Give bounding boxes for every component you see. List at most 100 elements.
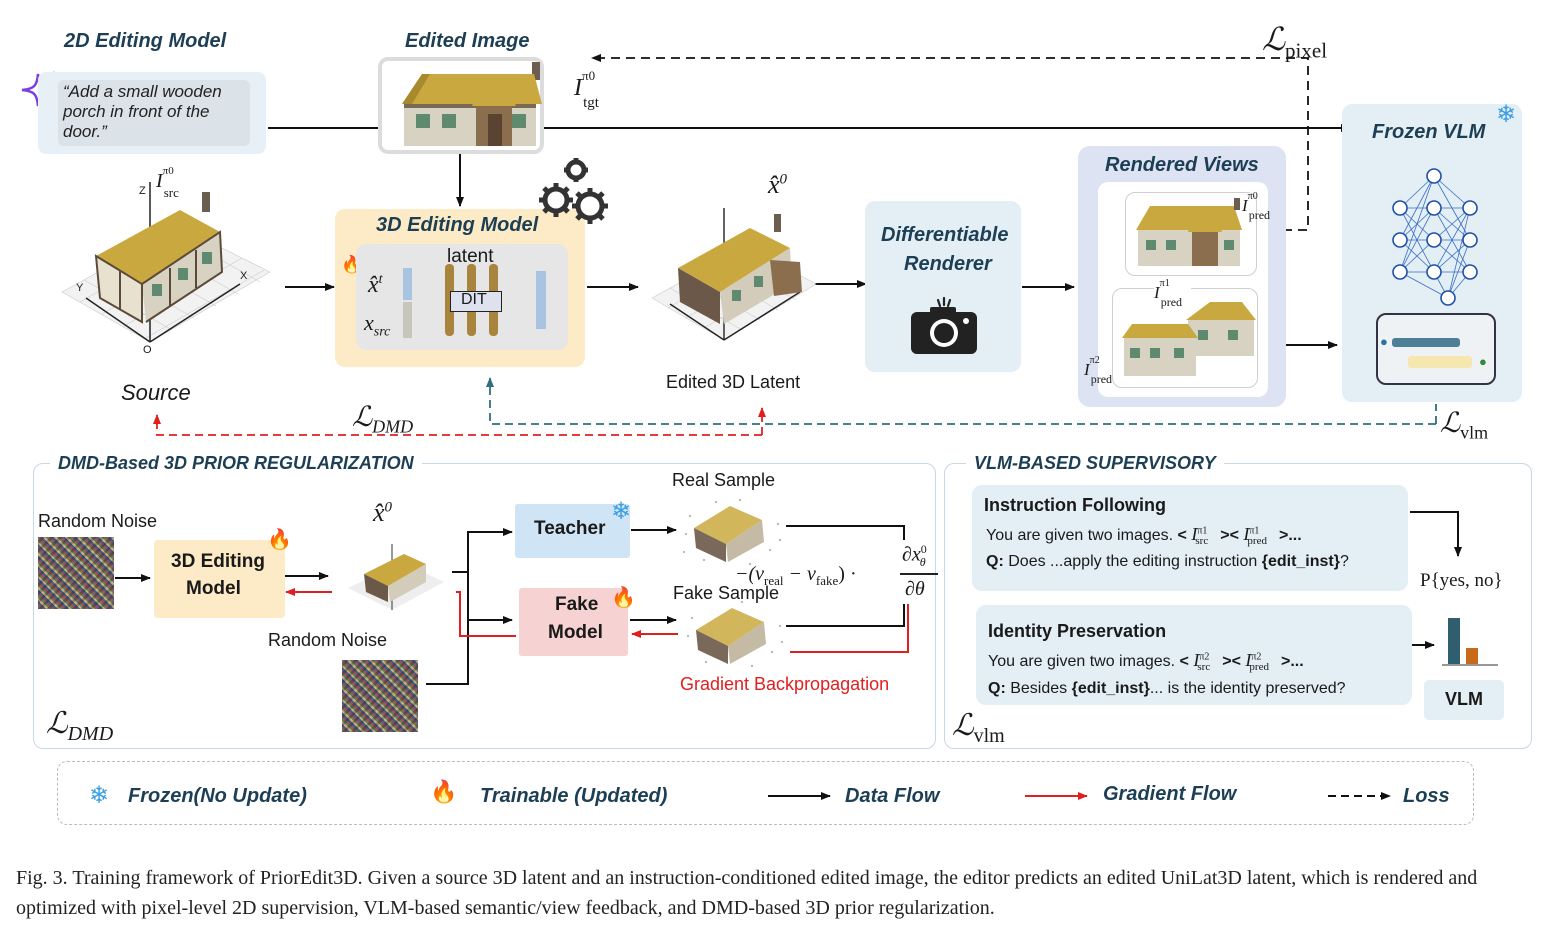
view-1-house <box>1186 302 1256 356</box>
snowflake-icon: ❄ <box>1496 101 1517 128</box>
pred0-label: Iπ0pred <box>1242 191 1271 223</box>
chat-user-bar <box>1392 338 1460 347</box>
axis-x-label: X <box>240 270 248 282</box>
x0-label-top: x̂0 <box>768 170 788 199</box>
bar-chart-icon <box>1442 618 1498 666</box>
latent-label: latent <box>447 246 494 267</box>
fire-icon: 🔥 <box>430 779 458 804</box>
noise-cube-1 <box>38 537 114 609</box>
vlm-label: VLM <box>1445 689 1483 709</box>
source-3d-house <box>61 182 271 343</box>
user-icon: ● <box>1380 334 1388 349</box>
frozen-vlm-title: Frozen VLM <box>1372 121 1486 143</box>
real-sample-pointcloud <box>683 499 781 565</box>
neural-network-icon <box>1392 168 1478 306</box>
prompt-text: “Add a small wooden porch in front of th… <box>63 82 222 141</box>
L-dmd-bottom-label: ℒDMD <box>46 707 114 745</box>
rendered-views-title: Rendered Views <box>1105 154 1259 176</box>
fire-icon: 🔥 <box>611 587 636 609</box>
edited-3d-house <box>651 208 817 341</box>
chat-bot-bar <box>1408 356 1472 368</box>
renderer-line-2: Renderer <box>904 253 992 275</box>
L-vlm-bottom-label: ℒvlm <box>952 709 1005 747</box>
view-0-house <box>1136 198 1242 266</box>
legend-frozen: Frozen(No Update) <box>128 785 307 807</box>
bot-icon: ● <box>1479 354 1487 369</box>
snowflake-icon: ❄ <box>89 782 110 809</box>
I-src-label: Iπ0src <box>156 165 179 200</box>
pred2-label: Iπ2pred <box>1084 355 1113 387</box>
source-label: Source <box>121 380 191 405</box>
editing-3d-title: 3D Editing Model <box>376 214 539 236</box>
instruction-following-card <box>972 485 1408 591</box>
editing-2d-title: 2D Editing Model <box>64 30 227 52</box>
xt-token-bar <box>403 268 412 300</box>
snowflake-icon: ❄ <box>611 498 632 525</box>
p-yes-no-label: P{yes, no} <box>1420 570 1503 591</box>
real-sample-label: Real Sample <box>672 470 776 490</box>
view-2-house <box>1122 324 1198 376</box>
output-token-bar <box>536 271 546 329</box>
xsrc-label: xsrc <box>364 310 391 340</box>
fake-sample-label: Fake Sample <box>673 583 780 603</box>
fake-sample-pointcloud <box>687 601 783 667</box>
figure-caption: Fig. 3. Training framework of PriorEdit3… <box>16 867 1478 919</box>
instr-title: Instruction Following <box>984 495 1166 515</box>
axis-o-label: O <box>143 344 152 356</box>
dit-column-1 <box>445 264 454 336</box>
dmd-gradient-path <box>153 414 762 436</box>
dmd-panel <box>33 463 936 749</box>
teacher-label: Teacher <box>534 518 606 539</box>
fake-line-2: Model <box>548 622 603 643</box>
dmd-x0-house <box>348 544 444 610</box>
dmd-x0-label: x̂0 <box>373 498 393 527</box>
dmd-editing-model-box <box>154 540 285 618</box>
instr-line-1: You are given two images. < Iπ1src>< Iπ1… <box>986 524 1302 548</box>
L-dmd-top-label: ℒDMD <box>352 402 414 437</box>
xt-label: x̂t <box>368 272 383 298</box>
fire-icon: 🔥 <box>267 529 292 551</box>
axis-z-label: Z <box>139 185 146 197</box>
vlm-loss-path <box>486 377 1436 425</box>
xsrc-token-bar <box>403 302 412 338</box>
dmd-formula: −(vreal − vfake) · <box>735 563 857 588</box>
chat-window <box>1376 313 1496 385</box>
teacher-box <box>515 504 630 558</box>
L-vlm-top-label: ℒvlm <box>1440 408 1489 443</box>
random-noise-1-label: Random Noise <box>38 511 158 531</box>
legend-gradient-flow: Gradient Flow <box>1103 783 1237 805</box>
dit-label: DIT <box>461 291 487 308</box>
frac-denominator: ∂θ <box>905 578 925 600</box>
pred1-label: Iπ1pred <box>1154 278 1192 309</box>
L-pixel-label: ℒpixel <box>1262 21 1328 63</box>
vlm-panel <box>944 463 1532 749</box>
edited-latent-label: Edited 3D Latent <box>666 372 801 392</box>
vlm-label-box <box>1424 680 1504 720</box>
I-tgt-label: Iπ0tgt <box>574 68 599 111</box>
frac-bar <box>900 573 938 575</box>
pixel-loss-dashed <box>591 54 1309 231</box>
gears-icon <box>539 158 608 224</box>
fake-line-1: Fake <box>555 594 599 615</box>
vlm-title: VLM-BASED SUPERVISORY <box>966 453 1224 474</box>
dmd-title: DMD-Based 3D PRIOR REGULARIZATION <box>50 453 422 474</box>
legend-trainable: Trainable (Updated) <box>480 785 668 807</box>
ident-line-1: You are given two images. < Iπ2src>< Iπ2… <box>988 650 1304 674</box>
legend-panel <box>57 761 1474 825</box>
legend-data-flow: Data Flow <box>845 785 940 807</box>
renderer-line-1: Differentiable <box>881 224 1009 246</box>
instr-question: Q: Does ...apply the editing instruction… <box>986 553 1349 570</box>
identity-preservation-card <box>976 605 1412 705</box>
random-noise-2-label: Random Noise <box>268 630 388 650</box>
dmd-editing-line-1: 3D Editing <box>171 551 265 572</box>
edited-house-image <box>402 62 542 146</box>
dmd-editing-line-2: Model <box>186 578 241 599</box>
fake-model-box <box>519 588 628 656</box>
axis-y-label: Y <box>76 282 84 294</box>
ident-title: Identity Preservation <box>988 621 1167 641</box>
grad-backprop-label: Gradient Backpropagation <box>680 674 890 694</box>
noise-cube-2 <box>342 660 418 732</box>
frac-numerator: ∂x0θ <box>902 542 927 569</box>
edited-image-title: Edited Image <box>405 30 530 52</box>
